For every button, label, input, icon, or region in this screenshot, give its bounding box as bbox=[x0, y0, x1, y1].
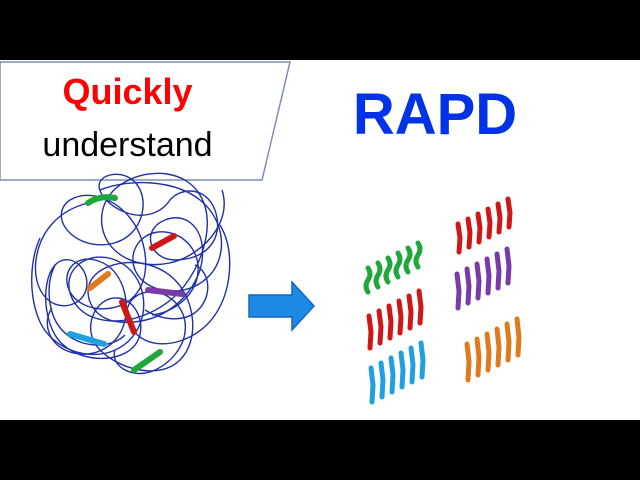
primer-site-red-lower bbox=[119, 299, 137, 335]
title-line-understand: understand bbox=[42, 126, 213, 164]
blue-fragment bbox=[378, 360, 386, 400]
orange-fragment bbox=[464, 341, 472, 383]
title-banner-shape bbox=[0, 61, 291, 181]
red-left-fragment bbox=[366, 313, 374, 351]
red-left-fragment bbox=[376, 308, 384, 346]
blue-fragment bbox=[398, 350, 406, 390]
title-line-quickly: Quickly bbox=[62, 71, 193, 112]
bottom-letterbox-bar bbox=[0, 420, 640, 480]
arrow-right-icon bbox=[248, 280, 316, 332]
purple-fragment bbox=[484, 256, 492, 296]
primer-site-purple bbox=[145, 287, 185, 297]
rapd-heading: RAPD bbox=[352, 82, 518, 147]
primer-site-green-bottom bbox=[131, 349, 163, 373]
primer-site-orange bbox=[87, 271, 111, 291]
green-fragment bbox=[363, 265, 373, 295]
purple-fragment bbox=[474, 261, 482, 301]
green-fragment bbox=[413, 240, 423, 270]
green-fragment bbox=[403, 245, 413, 275]
red-left-fragment bbox=[406, 293, 414, 331]
blue-fragment bbox=[418, 340, 426, 380]
red-right-fragment bbox=[485, 206, 493, 240]
orange-fragment bbox=[504, 321, 512, 363]
orange-fragment bbox=[474, 336, 482, 378]
primer-site-green-top bbox=[85, 194, 118, 206]
purple-fragment bbox=[504, 246, 512, 286]
orange-fragment bbox=[494, 326, 502, 368]
dna-strand bbox=[31, 172, 231, 375]
green-fragment bbox=[373, 260, 383, 290]
orange-fragment bbox=[514, 316, 522, 358]
green-fragment bbox=[393, 250, 403, 280]
blue-fragment bbox=[408, 345, 416, 385]
orange-fragment bbox=[484, 331, 492, 373]
purple-fragment bbox=[464, 266, 472, 306]
title-banner: Quickly understand bbox=[0, 60, 300, 182]
red-left-fragment bbox=[386, 303, 394, 341]
dna-tangle-illustration bbox=[31, 172, 231, 375]
primer-site-red-upper bbox=[149, 233, 177, 251]
red-right-fragment bbox=[455, 221, 463, 255]
red-left-fragment bbox=[416, 288, 424, 326]
red-left-fragment bbox=[396, 298, 404, 336]
red-right-fragment bbox=[475, 211, 483, 245]
red-right-fragment bbox=[495, 201, 503, 235]
slide-canvas: Quickly understand RAPD bbox=[0, 60, 640, 420]
purple-fragment bbox=[454, 271, 462, 311]
amplified-fragments bbox=[363, 196, 522, 405]
red-right-fragment bbox=[505, 196, 513, 230]
blue-fragment bbox=[368, 365, 376, 405]
primer-site-blue bbox=[67, 331, 107, 347]
green-fragment bbox=[383, 255, 393, 285]
red-right-fragment bbox=[465, 216, 473, 250]
top-letterbox-bar bbox=[0, 0, 640, 60]
blue-fragment bbox=[388, 355, 396, 395]
purple-fragment bbox=[494, 251, 502, 291]
